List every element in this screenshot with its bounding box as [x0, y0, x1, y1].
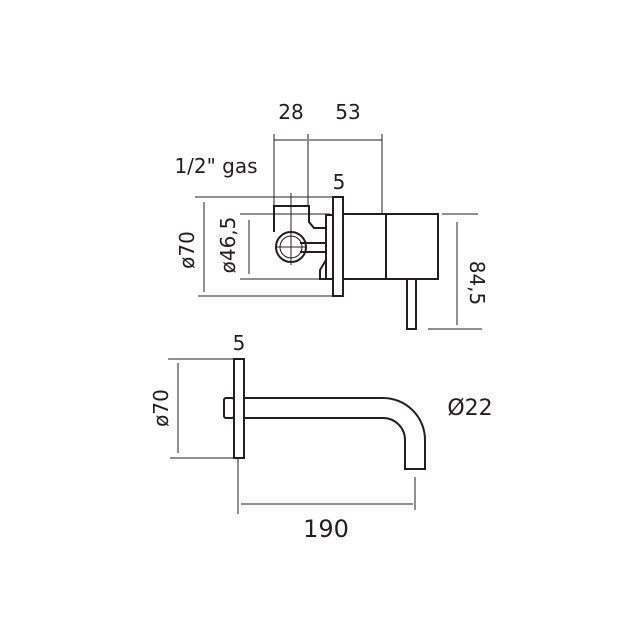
spout-pipe: [244, 397, 426, 470]
spout-nub: [223, 397, 235, 419]
mixer-wall-plate: [332, 196, 344, 297]
thread-label: 1/2" gas: [174, 154, 257, 178]
dim-53-label: 53: [335, 100, 360, 124]
mixer-lever: [406, 278, 417, 330]
spout-dim-dia22-label: Ø22: [447, 396, 492, 421]
mixer-body: [342, 213, 387, 280]
dim-dia46-5-label: ø46,5: [216, 217, 240, 274]
mixer-drawing: 28 53 1/2" gas 5 ø70 ø46,5 84,5: [174, 100, 489, 330]
mixer-handle-body: [385, 213, 439, 280]
spout-wall-plate: [233, 358, 245, 459]
dimension-lines: [195, 134, 482, 330]
dim-dia70-label: ø70: [175, 231, 199, 269]
spout-dim-5-label: 5: [233, 331, 246, 355]
dim-84-5-label: 84,5: [465, 261, 489, 306]
mixer-bracket: [325, 214, 334, 280]
spout-dim-190-label: 190: [303, 515, 349, 543]
spout-dimension-lines: [168, 358, 416, 514]
spout-dim-dia70-label: ø70: [149, 389, 173, 427]
dim-28-label: 28: [278, 100, 303, 124]
spout-drawing: 5 ø70 Ø22 190: [149, 331, 493, 543]
dim-5-label: 5: [333, 170, 346, 194]
